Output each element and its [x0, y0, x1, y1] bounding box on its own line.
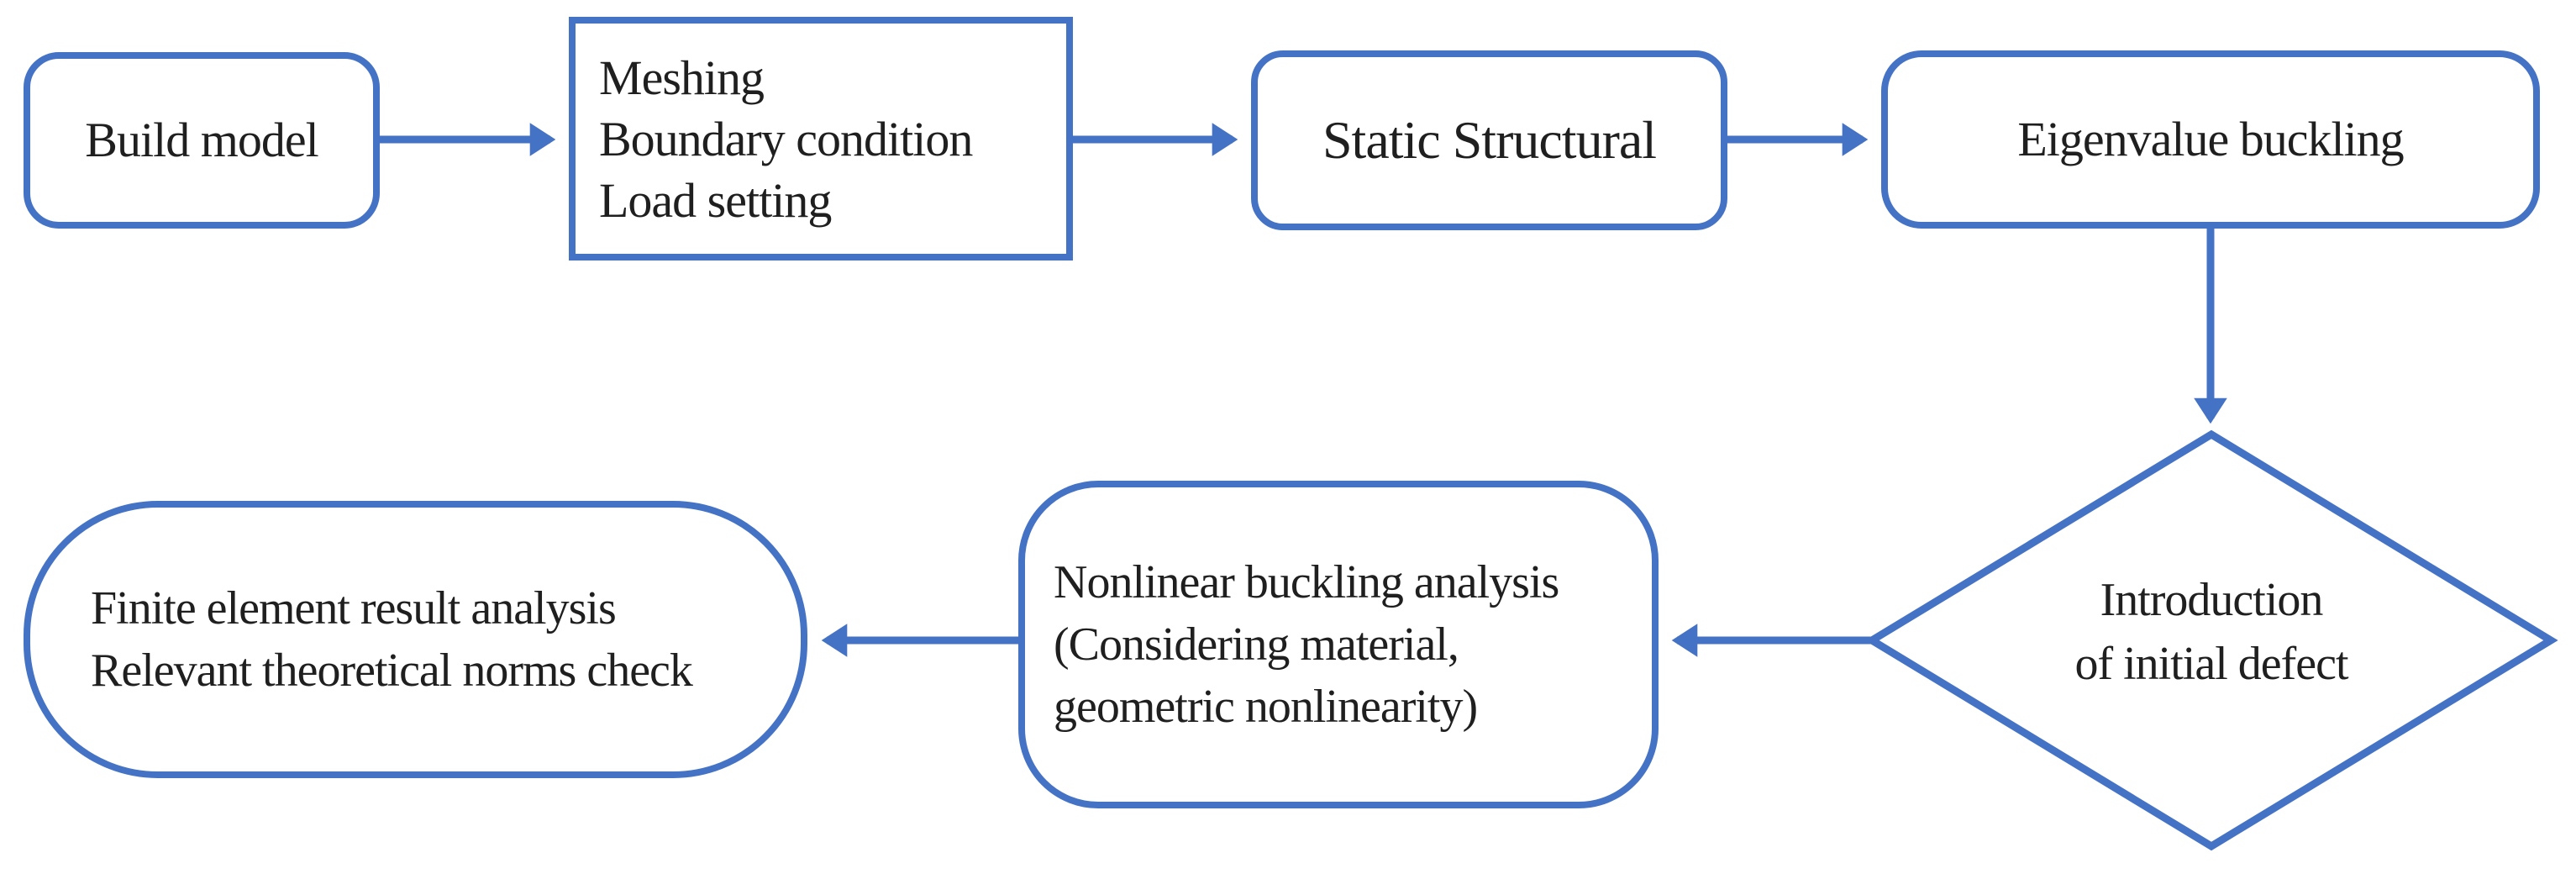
node-nonlinear-buckling-analysis: Nonlinear buckling analysis (Considering… [1018, 481, 1659, 808]
node-label-line: Relevant theoretical norms check [91, 645, 693, 697]
node-finite-element-result-analysis: Finite element result analysis Relevant … [24, 501, 807, 778]
node-label-line: Load setting [599, 172, 832, 228]
node-eigenvalue-buckling: Eigenvalue buckling [1881, 50, 2540, 229]
node-label-line: Boundary condition [599, 111, 973, 166]
node-label-line: Finite element result analysis [91, 582, 617, 634]
node-label-line: (Considering material, [1054, 618, 1459, 671]
node-label: Build model [85, 113, 318, 168]
node-label: Eigenvalue buckling [2017, 112, 2404, 167]
node-label-line: Meshing [599, 50, 765, 105]
node-label-line: of initial defect [2074, 638, 2348, 690]
node-label-line: Introduction [2100, 574, 2324, 626]
node-label: Static Structural [1322, 109, 1657, 170]
diamond-shape-initial-defect [1864, 429, 2558, 851]
node-build-model: Build model [24, 52, 380, 229]
node-static-structural: Static Structural [1251, 50, 1727, 230]
node-introduction-initial-defect: Introduction of initial defect [1959, 568, 2463, 696]
node-meshing-boundary-load: Meshing Boundary condition Load setting [569, 17, 1073, 261]
node-label-line: Nonlinear buckling analysis [1054, 556, 1559, 608]
node-label-line: geometric nonlinearity) [1054, 681, 1478, 733]
